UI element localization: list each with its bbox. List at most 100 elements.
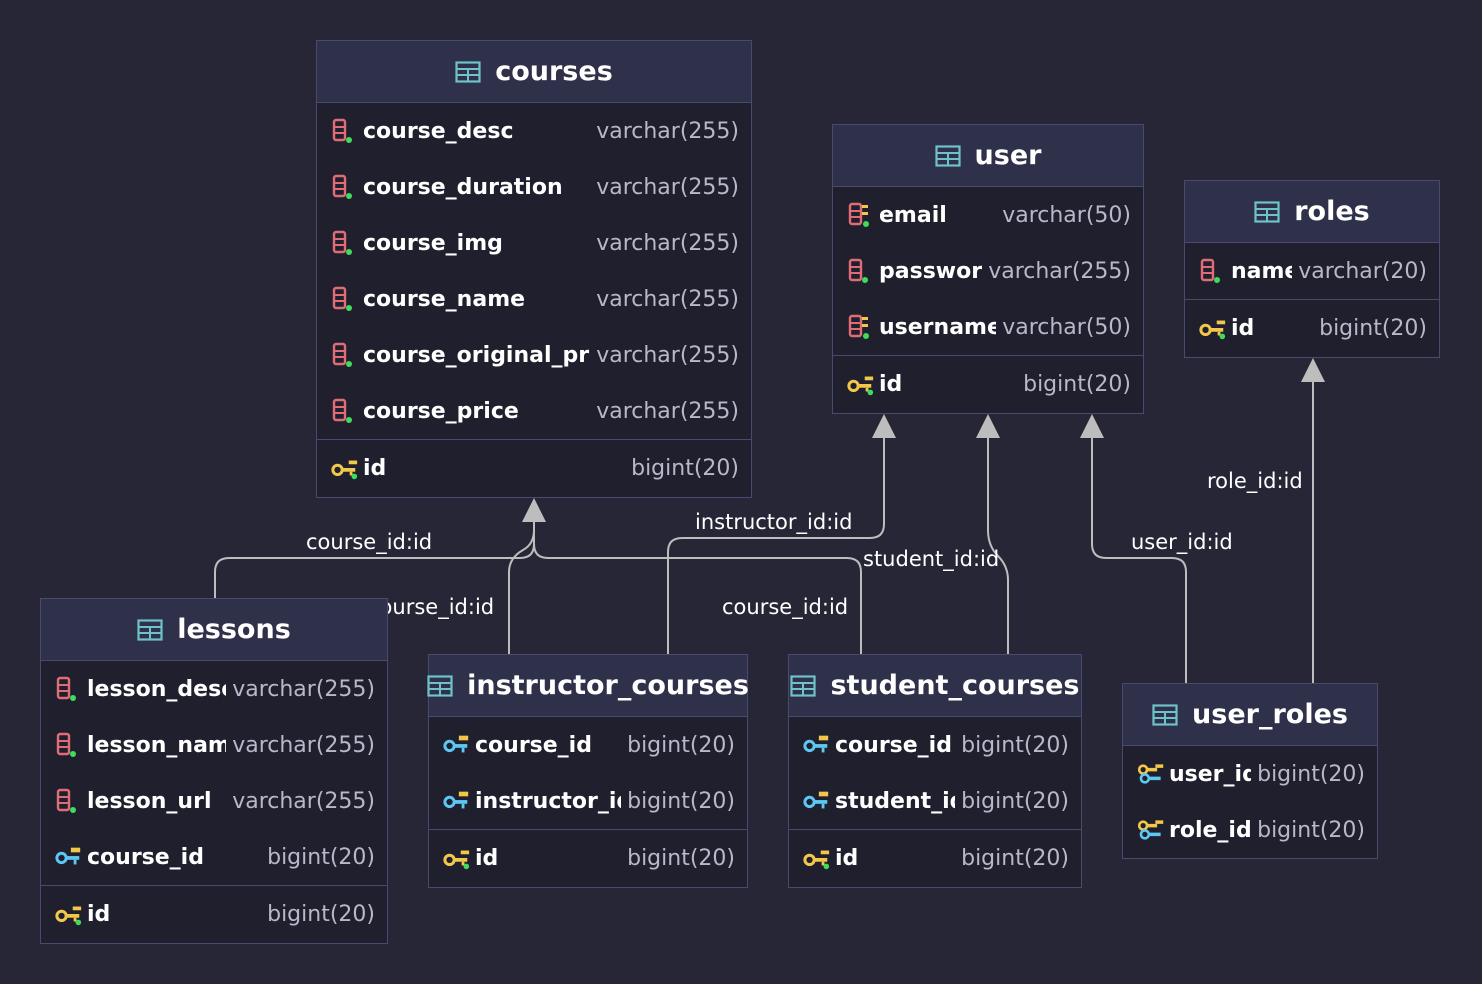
primary-foreign-key-icon	[1137, 816, 1165, 844]
primary-foreign-key-icon	[1137, 760, 1165, 788]
column-type: bigint(20)	[1257, 761, 1365, 787]
primary-key-row[interactable]: id bigint(20)	[1185, 299, 1439, 356]
table-title: lessons	[177, 614, 291, 645]
column-row[interactable]: course_img varchar(255)	[317, 215, 751, 271]
column-type: bigint(20)	[1319, 315, 1427, 341]
column-list: emailvarchar(50)passwordvarchar(255)user…	[833, 187, 1143, 412]
table-header[interactable]: user	[833, 125, 1143, 187]
column-name: course_original_price	[363, 342, 590, 368]
edge-label-userroles-user: user_id:id	[1131, 530, 1233, 555]
table-header[interactable]: courses	[317, 41, 751, 103]
table-header[interactable]: user_roles	[1123, 684, 1377, 746]
column-name: id	[1231, 315, 1255, 341]
foreign-key-icon	[55, 843, 83, 871]
column-type: varchar(255)	[596, 342, 739, 368]
column-row[interactable]: passwordvarchar(255)	[833, 243, 1143, 299]
table-header[interactable]: instructor_courses	[427, 655, 749, 717]
column-name: username	[879, 314, 997, 340]
column-type: bigint(20)	[1257, 817, 1365, 843]
arrowhead-user-mid	[976, 414, 1000, 438]
column-name: lesson_desc	[87, 676, 227, 702]
column-name: course_desc	[363, 118, 514, 144]
table-title: roles	[1294, 196, 1370, 227]
column-name: role_id	[1169, 817, 1252, 843]
column-type: varchar(255)	[596, 286, 739, 312]
column-name: course_price	[363, 398, 519, 424]
table-user[interactable]: user emailvarchar(50)passwordvarchar(255…	[832, 124, 1144, 414]
primary-key-icon	[1199, 314, 1227, 342]
table-title: user	[974, 140, 1042, 171]
column-name: id	[87, 901, 111, 927]
table-header[interactable]: lessons	[41, 599, 387, 661]
edge-instructor-courses	[508, 529, 535, 654]
column-icon	[55, 731, 83, 759]
primary-key-icon	[443, 844, 471, 872]
column-name: course_img	[363, 230, 503, 256]
column-icon	[55, 787, 83, 815]
column-name: name	[1231, 258, 1293, 284]
column-icon	[331, 173, 359, 201]
column-type: varchar(255)	[232, 788, 375, 814]
column-icon	[1199, 257, 1227, 285]
column-type: varchar(255)	[596, 230, 739, 256]
column-name: id	[879, 371, 903, 397]
edge-userroles-user	[1091, 436, 1187, 683]
arrowhead-roles	[1301, 358, 1325, 382]
table-header[interactable]: roles	[1185, 181, 1439, 243]
column-row[interactable]: course_name varchar(255)	[317, 271, 751, 327]
column-row[interactable]: course_price varchar(255)	[317, 383, 751, 439]
column-type: bigint(20)	[961, 732, 1069, 758]
foreign-key-icon	[443, 731, 471, 759]
column-name: id	[835, 845, 859, 871]
column-name: course_name	[363, 286, 526, 312]
column-type: varchar(255)	[988, 258, 1131, 284]
column-name: email	[879, 202, 947, 228]
column-type: bigint(20)	[627, 788, 735, 814]
column-list: lesson_descvarchar(255)lesson_namevarcha…	[41, 661, 387, 942]
foreign-key-icon	[443, 787, 471, 815]
edge-label-student-course: course_id:id	[722, 595, 848, 620]
edge-lessons-courses	[214, 520, 535, 598]
column-name: student_id	[835, 788, 956, 814]
edge-label-userroles-role: role_id:id	[1207, 469, 1303, 494]
column-icon	[847, 257, 875, 285]
table-header[interactable]: student_courses	[789, 655, 1081, 717]
column-name: lesson_name	[87, 732, 227, 758]
table-icon	[1254, 200, 1280, 223]
column-type: varchar(255)	[596, 398, 739, 424]
column-name: course_id	[475, 732, 592, 758]
edge-student-user	[987, 436, 1009, 654]
edge-label-lessons-course: course_id:id	[306, 530, 432, 555]
column-type: varchar(20)	[1298, 258, 1427, 284]
column-name: user_id	[1169, 761, 1252, 787]
